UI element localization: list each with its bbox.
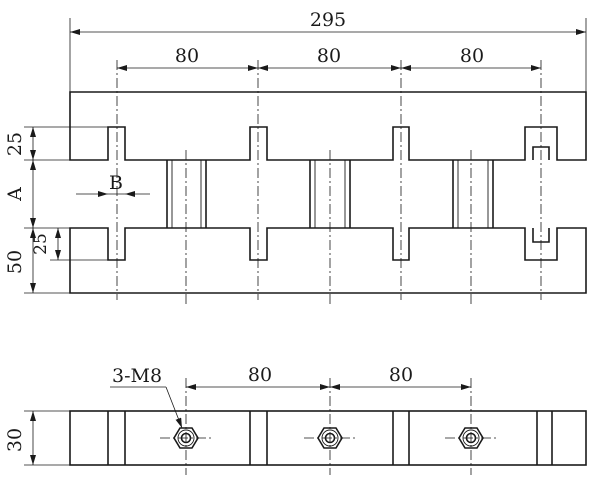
dim-overall-length-label: 295 bbox=[310, 9, 346, 31]
dim-pitch-1: 80 bbox=[117, 45, 258, 71]
bottom-bar-divisions bbox=[107, 411, 553, 465]
dim-notch-width: B bbox=[76, 172, 150, 197]
thread-callout: 3-M8 bbox=[110, 365, 183, 429]
dim-pitch-3: 80 bbox=[401, 45, 541, 71]
hex-nut-icon bbox=[317, 427, 343, 449]
dim-block-height-label: 50 bbox=[4, 250, 26, 274]
hex-nut-icon bbox=[458, 427, 484, 449]
dim-notch-height: 25 bbox=[4, 126, 108, 161]
dim-gap: A bbox=[4, 160, 70, 229]
hex-nut-icon bbox=[173, 427, 199, 449]
dim-bar-thickness-label: 30 bbox=[4, 428, 26, 452]
connector-block-3 bbox=[452, 160, 494, 228]
dim-pitch-2: 80 bbox=[258, 45, 401, 71]
dim-block-height: 50 bbox=[4, 228, 70, 294]
dim-gap-label: A bbox=[4, 187, 26, 202]
top-view: 295 80 80 80 25 A 25 bbox=[4, 9, 587, 305]
dim-pitch-2-label: 80 bbox=[317, 45, 341, 67]
dim-overall-length: 295 bbox=[69, 9, 587, 92]
dim-notch-width-label: B bbox=[109, 172, 123, 194]
dim-pitch-1-label: 80 bbox=[175, 45, 199, 67]
thread-callout-label: 3-M8 bbox=[112, 365, 162, 387]
bottom-view-centerlines bbox=[160, 378, 497, 475]
top-view-centerlines bbox=[116, 60, 542, 305]
dim-bottom-pitch-1: 80 bbox=[186, 364, 330, 390]
dim-bottom-pitch-2-label: 80 bbox=[389, 364, 413, 386]
dim-lower-notch-height: 25 bbox=[31, 228, 108, 261]
dim-bar-thickness: 30 bbox=[4, 410, 70, 466]
upper-bar-outline bbox=[69, 91, 587, 161]
bottom-view: 3-M8 80 80 30 bbox=[4, 364, 587, 475]
dim-lower-notch-height-label: 25 bbox=[31, 233, 51, 255]
lower-bar-outline bbox=[69, 227, 587, 294]
dim-bottom-pitch-2: 80 bbox=[330, 364, 471, 390]
dim-bottom-pitch-1-label: 80 bbox=[248, 364, 272, 386]
connector-block-1 bbox=[166, 160, 207, 228]
dim-notch-height-label: 25 bbox=[4, 132, 26, 156]
dim-pitch-3-label: 80 bbox=[460, 45, 484, 67]
bottom-bar-outline bbox=[69, 410, 587, 466]
connector-block-2 bbox=[309, 160, 351, 228]
